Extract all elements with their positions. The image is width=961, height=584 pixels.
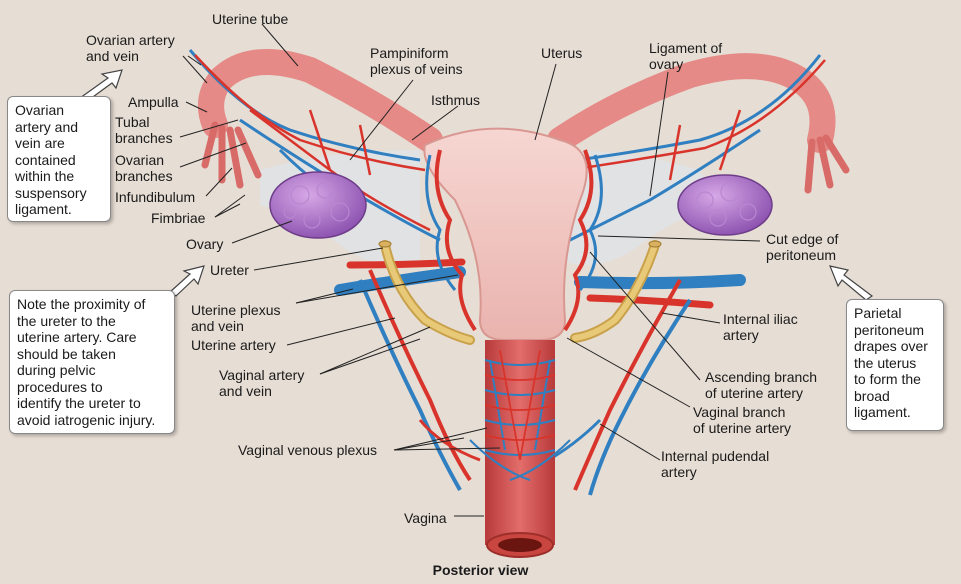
- label-vaginal-venous-plexus: Vaginal venous plexus: [238, 442, 378, 458]
- label-internal-iliac: Internal iliac artery: [723, 311, 798, 343]
- ovary-texture: [283, 181, 757, 229]
- internal-iliac-artery-left: [346, 258, 466, 269]
- internal-iliac-artery-right: [586, 294, 714, 309]
- label-ascending-branch: Ascending branch of uterine artery: [705, 369, 818, 401]
- label-uterine-tube: Uterine tube: [212, 11, 289, 27]
- label-pampiniform: Pampiniform plexus of veins: [370, 45, 463, 77]
- label-fimbriae: Fimbriae: [151, 210, 206, 226]
- label-ureter: Ureter: [210, 262, 249, 278]
- callout-suspensory-ligament: Ovarian artery and vein are contained wi…: [7, 96, 111, 222]
- vaginal-venous-plexus: [469, 359, 571, 481]
- ureter-right-inner: [572, 242, 658, 341]
- vaginal-arterial-net: [484, 349, 556, 461]
- ureter-left-cut: [378, 240, 392, 248]
- vagina-lumen: [498, 538, 542, 552]
- callout-parietal-peritoneum: Parietal peritoneum drapes over the uter…: [846, 299, 944, 431]
- fimbriae-right: [804, 134, 850, 194]
- ureter-right-cut: [648, 240, 662, 248]
- vaginal-vessels: [358, 269, 692, 496]
- leader-lines: [179, 23, 761, 517]
- figure-caption: Posterior view: [432, 562, 529, 578]
- label-internal-pudendal: Internal pudendal artery: [661, 448, 770, 480]
- ureter-left-inner: [382, 242, 473, 343]
- label-ovarian-branches: Ovarian branches: [115, 152, 173, 184]
- label-vaginal-artery-vein: Vaginal artery and vein: [219, 367, 305, 399]
- label-vaginal-branch: Vaginal branch of uterine artery: [693, 404, 792, 436]
- label-uterine-artery: Uterine artery: [191, 337, 276, 353]
- uterine-tube-right: [547, 53, 836, 153]
- label-isthmus: Isthmus: [431, 92, 481, 108]
- label-ligament-of-ovary: Ligament of ovary: [649, 40, 723, 72]
- fimbriae-left: [201, 121, 262, 189]
- label-uterus: Uterus: [541, 45, 583, 61]
- callout-arrow-ureter: [169, 265, 205, 297]
- vagina-tube: [485, 340, 555, 545]
- label-vagina: Vagina: [404, 510, 447, 526]
- ovary-left: [269, 171, 367, 239]
- callout-arrow-parietal: [829, 265, 874, 301]
- label-ovary: Ovary: [186, 236, 224, 252]
- label-tubal-branches: Tubal branches: [115, 114, 173, 146]
- label-ovarian-artery-vein: Ovarian artery and vein: [86, 32, 175, 64]
- label-ampulla: Ampulla: [128, 94, 179, 110]
- label-cut-edge-peritoneum: Cut edge of peritoneum: [766, 231, 839, 263]
- uterine-arteries: [434, 149, 594, 332]
- callout-ureter-proximity: Note the proximity of the ureter to the …: [9, 290, 175, 434]
- internal-iliac-vein-right: [574, 274, 746, 290]
- uterine-tube-left: [198, 49, 443, 153]
- label-infundibulum: Infundibulum: [115, 189, 196, 205]
- uterine-veins: [425, 154, 603, 291]
- label-uterine-plexus: Uterine plexus and vein: [191, 302, 281, 334]
